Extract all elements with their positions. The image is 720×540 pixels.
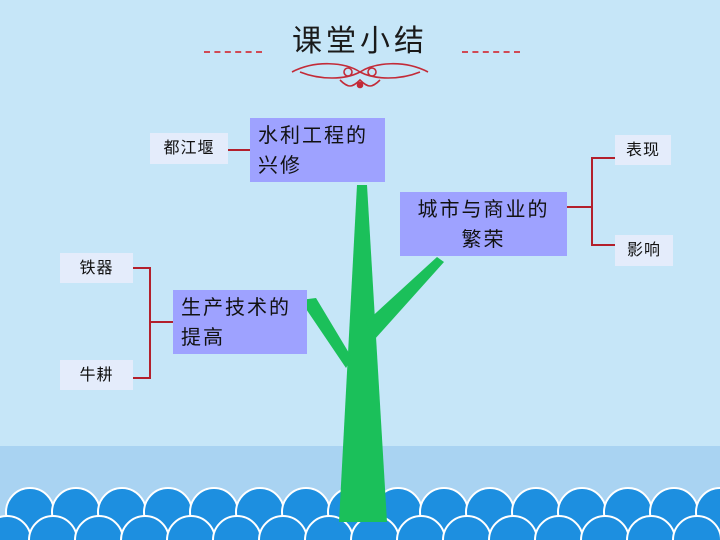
- wave-scallop: [534, 515, 584, 540]
- wave-scallop: [0, 515, 32, 540]
- wave-scallop: [488, 515, 538, 540]
- wave-scallop: [396, 515, 446, 540]
- wave-scallop: [28, 515, 78, 540]
- wave-scallop: [304, 515, 354, 540]
- leaf-tieqi: 铁器: [60, 253, 133, 283]
- leaf-biaoxian: 表现: [615, 135, 671, 165]
- wave-scallop: [166, 515, 216, 540]
- leaf-dujiangyan: 都江堰: [150, 133, 228, 164]
- title-ornament: [291, 62, 429, 89]
- wave-scallop: [442, 515, 492, 540]
- wave-row-front: [0, 515, 720, 540]
- tree-right-branch: [366, 257, 444, 340]
- connectors: [133, 149, 615, 379]
- tree-trunk: [339, 185, 387, 522]
- wave-scallop: [626, 515, 676, 540]
- page-title: 课堂小结: [292, 24, 428, 59]
- title-dash-left: [204, 51, 262, 53]
- tree-left-branch: [300, 298, 352, 368]
- leaf-niugeng: 牛耕: [60, 360, 133, 390]
- tree: [300, 185, 444, 522]
- wave-scallop: [212, 515, 262, 540]
- node-water-conservancy: 水利工程的兴修: [250, 118, 385, 182]
- node-production-tech: 生产技术的提高: [173, 290, 307, 354]
- title-dash-right: [462, 51, 520, 53]
- wave-scallop: [120, 515, 170, 540]
- wave-scallop: [672, 515, 720, 540]
- wave-scallop: [580, 515, 630, 540]
- wave-scallop: [74, 515, 124, 540]
- node-city-commerce: 城市与商业的繁荣: [400, 192, 567, 256]
- wave-scallop: [258, 515, 308, 540]
- leaf-yingxiang: 影响: [615, 235, 673, 266]
